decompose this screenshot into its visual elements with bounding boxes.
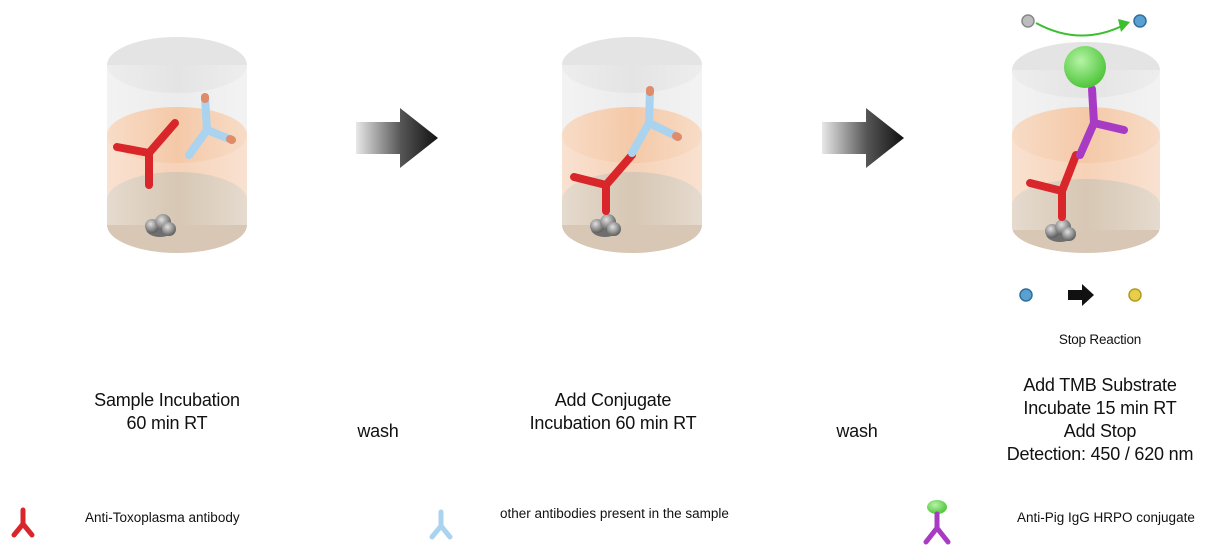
step-3-line-2: Incubate 15 min RT	[1023, 398, 1177, 418]
process-arrow-1	[356, 108, 438, 168]
step-3-line-4: Detection: 450 / 620 nm	[1006, 444, 1194, 464]
legend-label-2: other antibodies present in the sample	[500, 506, 729, 521]
cylinder-1-diagram	[107, 37, 247, 253]
yellow-product-dot	[1128, 288, 1142, 302]
wash-label-1: wash	[357, 421, 399, 441]
antigen-rock	[1045, 219, 1076, 242]
step-3-line-3: Add Stop	[1063, 421, 1137, 441]
blue-product-dot	[1019, 288, 1033, 302]
bound-red-antibody	[570, 151, 636, 215]
light-blue-antibody-icon	[429, 509, 453, 540]
bound-red-antibody	[1026, 151, 1080, 221]
product-blue-dot	[1133, 14, 1147, 28]
antigen-rock	[145, 214, 176, 237]
step-2-line-1: Add Conjugate	[554, 390, 672, 410]
legend-label-3: Anti-Pig IgG HRPO conjugate	[1017, 510, 1195, 525]
cylinder-2-diagram	[562, 37, 702, 253]
step-3-line-1: Add TMB Substrate	[1023, 375, 1177, 395]
step-1-line-2: 60 min RT	[126, 413, 208, 433]
purple-conjugate	[1076, 85, 1128, 159]
stop-reaction-label: Stop Reaction	[1058, 332, 1142, 347]
process-arrow-2	[822, 108, 904, 168]
legend-label-1: Anti-Toxoplasma antibody	[85, 510, 240, 525]
step-2-caption: Add Conjugate Incubation 60 min RT	[530, 389, 697, 435]
substrate-grey-dot	[1021, 14, 1035, 28]
purple-conjugate-icon	[923, 500, 951, 545]
stop-reaction-diagram	[1019, 284, 1142, 306]
step-1-line-1: Sample Incubation	[94, 390, 240, 410]
cylinder-3-diagram	[1012, 14, 1160, 253]
hrpo-enzyme	[1064, 46, 1106, 88]
red-antibody	[113, 119, 179, 189]
antigen-rock	[590, 214, 621, 237]
step-3-caption: Add TMB Substrate Incubate 15 min RT Add…	[1007, 374, 1194, 466]
wash-label-2: wash	[836, 421, 878, 441]
step-1-caption: Sample Incubation 60 min RT	[94, 389, 240, 435]
red-antibody-icon	[11, 507, 35, 538]
step-2-line-2: Incubation 60 min RT	[529, 413, 697, 433]
